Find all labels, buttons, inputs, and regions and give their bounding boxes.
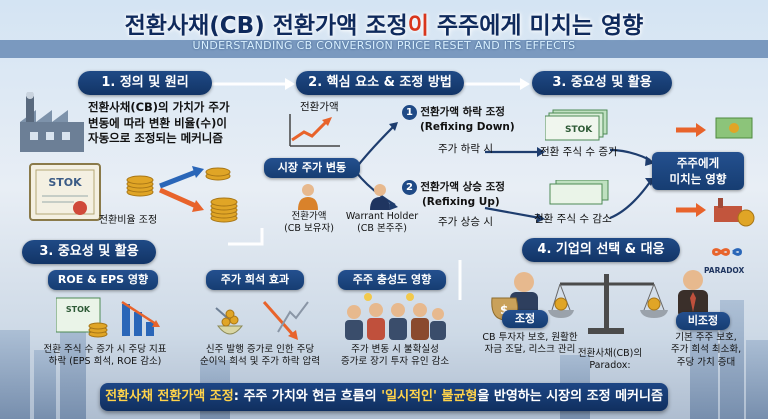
card-dilution-title: 주가 희석 효과 xyxy=(206,270,304,290)
svg-text:STOK: STOK xyxy=(66,305,91,314)
svg-text:STOK: STOK xyxy=(565,125,593,135)
page-title: 전환사채(CB) 전환가액 조정이 주주에게 미치는 영향 xyxy=(124,13,644,39)
dilution-illustration xyxy=(215,301,309,340)
stock-certificates-icon: STOK xyxy=(545,109,608,141)
section-3-bottom-header: 3. 중요성 및 활용 xyxy=(22,240,156,264)
no-adjust-badge: 비조정 xyxy=(676,312,730,330)
cb-holder-label: 전환가액(CB 보유자) xyxy=(284,211,334,234)
price-label: 전환가액 xyxy=(300,101,339,113)
section-1-header: 1. 정의 및 원리 xyxy=(78,71,212,95)
card-loyalty-title: 주주 충성도 영향 xyxy=(338,270,446,290)
section-4-header: 4. 기업의 선택 & 대응 xyxy=(522,238,680,262)
arrow-2to3 xyxy=(520,78,530,90)
roe-eps-illustration: STOK xyxy=(56,297,160,338)
paradox-logo xyxy=(712,248,742,256)
svg-text:STOK: STOK xyxy=(48,176,82,189)
paradox-logo-text: PARADOX xyxy=(704,266,745,275)
card-roe-eps-title: ROE & EPS 영향 xyxy=(48,270,158,290)
decrease-label: 전환 주식 수 감소 xyxy=(534,213,612,225)
adjust-badge: 조정 xyxy=(502,310,548,328)
increase-label: 전환 주식 수 증가 xyxy=(540,146,618,158)
no-adjust-text: 기본 주주 보호,주가 희석 최소화,주당 가치 증대 xyxy=(670,332,742,368)
shareholder-businessman-icon xyxy=(678,270,708,318)
market-price-change-badge: 시장 주가 변동 xyxy=(264,158,360,178)
summary-bar: 전환사채 전환가액 조정: 주주 가치와 현금 흐름의 '일시적인' 불균형을 … xyxy=(100,383,668,411)
rising-chart-icon xyxy=(289,114,340,147)
warrant-holder-person-icon xyxy=(370,184,390,210)
svg-text:$: $ xyxy=(500,303,508,317)
warrant-holder-label: Warrant Holder(CB 본주주) xyxy=(345,211,419,234)
stock-certificates-small-icon xyxy=(549,180,609,205)
factory-icon xyxy=(20,92,84,152)
balance-scale-icon xyxy=(548,274,668,334)
cb-holder-person-icon xyxy=(298,184,318,210)
arrow-1to2 xyxy=(285,78,295,90)
shareholders-group-icon xyxy=(345,293,446,340)
section-1-caption: 전환비율 조정 xyxy=(98,215,158,226)
section-3-top-header: 3. 중요성 및 활용 xyxy=(532,71,672,95)
money-up-icon xyxy=(676,117,753,139)
page-subtitle: UNDERSTANDING CB CONVERSION PRICE RESET … xyxy=(192,39,576,52)
section-2-header: 2. 핵심 요소 & 조정 방법 xyxy=(296,71,464,95)
conversion-ratio-illustration: STOK xyxy=(29,163,238,223)
refixing-up-block: 2 전환가액 상승 조정 (Refixing Up) 주가 상승 시 xyxy=(402,180,505,229)
factory-money-icon xyxy=(676,198,755,227)
refixing-down-block: 1 전환가액 하락 조정 (Refixing Down) 주가 하락 시 xyxy=(402,105,515,156)
